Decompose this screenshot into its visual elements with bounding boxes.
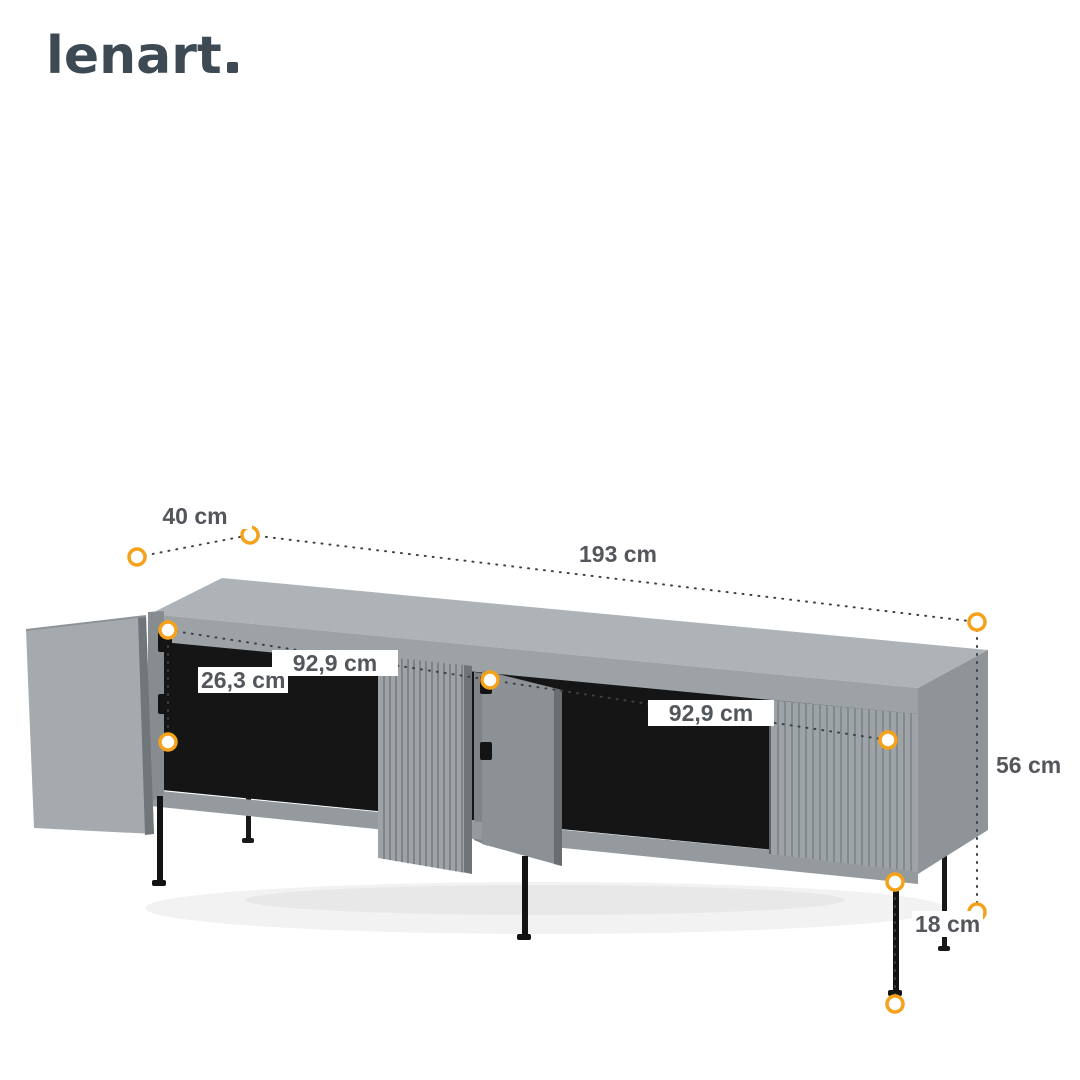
cabinet-leg: [152, 796, 166, 886]
dimension-endpoint: [127, 547, 147, 567]
inner-width-left-dimension-label: 92,9 cm: [272, 650, 398, 677]
brand-logo-dot: [226, 62, 238, 73]
dimension-endpoint: [885, 994, 905, 1014]
width-dimension-label: 193 cm: [553, 541, 683, 568]
dimension-endpoint: [480, 670, 500, 690]
brand-logo-text: lenart: [46, 26, 222, 86]
depth-dimension-label: 40 cm: [138, 503, 252, 530]
dimension-line-inner-width-left: [167, 629, 491, 681]
floor-shadow: [145, 882, 945, 934]
floor-shadow: [245, 885, 845, 915]
door-hinge: [158, 694, 172, 714]
dimension-line-depth: [136, 534, 251, 558]
dimension-endpoint: [967, 612, 987, 632]
dimension-endpoint: [878, 730, 898, 750]
inner-width-right-dimension-label: 92,9 cm: [648, 700, 774, 727]
cabinet-left-edge: [148, 611, 164, 804]
left-open-door: [25, 615, 154, 835]
cabinet-leg: [938, 854, 950, 951]
door-hinge: [480, 742, 492, 760]
center-fluted-open-door: [378, 656, 472, 874]
cabinet-top-face: [150, 578, 988, 688]
center-plain-open-door: [482, 670, 562, 866]
brand-logo: lenart: [46, 30, 238, 82]
cabinet-leg: [517, 856, 531, 940]
cabinet-right-side-panel: [918, 650, 988, 874]
total-height-dimension-label: 56 cm: [993, 752, 1065, 779]
leg-height-dimension-label: 18 cm: [912, 911, 984, 938]
dimension-endpoint: [158, 732, 178, 752]
dimension-endpoint: [885, 872, 905, 892]
dimension-endpoint: [158, 620, 178, 640]
cabinet-front-top-rail: [150, 614, 918, 714]
